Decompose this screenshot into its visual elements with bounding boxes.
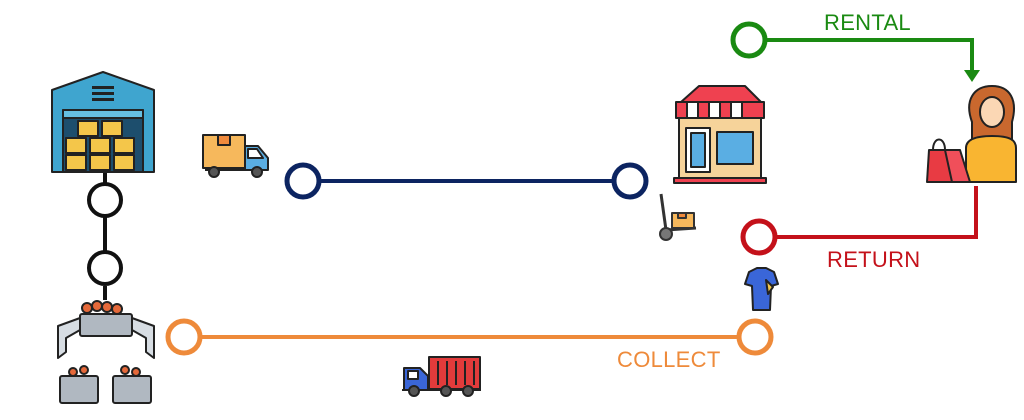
cargo-truck-icon <box>402 356 481 397</box>
hand-truck-icon <box>659 193 697 241</box>
warehouse-sorting-link <box>87 170 123 300</box>
collect-line <box>165 318 774 356</box>
tshirt-icon <box>744 267 779 311</box>
return-label: RETURN <box>827 247 921 272</box>
delivery-van-icon <box>202 134 269 178</box>
warehouse-icon <box>51 71 155 173</box>
shop-icon <box>673 85 767 184</box>
collect-label: COLLECT <box>617 347 721 372</box>
shopper-icon <box>926 85 1017 183</box>
delivery-line <box>284 162 649 200</box>
rental-arrowhead <box>964 70 980 82</box>
rental-line <box>730 21 980 82</box>
sorting-machine-icon <box>57 300 155 404</box>
rental-label: RENTAL <box>824 10 911 35</box>
return-line <box>740 186 978 256</box>
